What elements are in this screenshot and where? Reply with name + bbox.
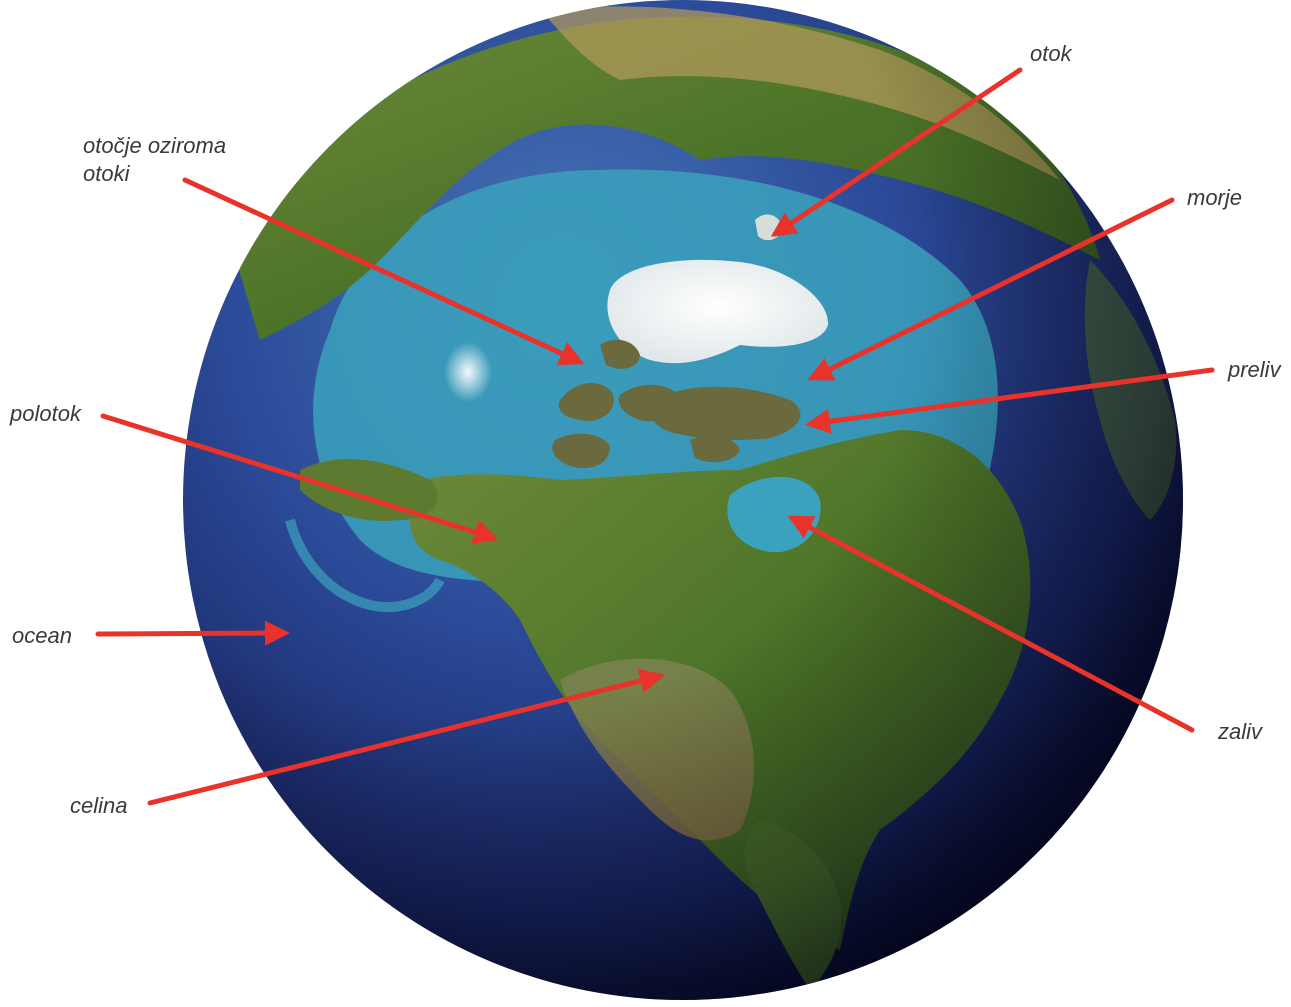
label-morje: morje: [1187, 185, 1243, 210]
label-zaliv: zaliv: [1218, 719, 1263, 744]
label-ocean: ocean: [12, 623, 72, 648]
label-otocje: otočje oziroma otoki: [83, 132, 226, 188]
arrow-otocje: [182, 177, 585, 365]
globe: [183, 0, 1183, 1000]
label-preliv: preliv: [1228, 357, 1281, 382]
arrow-otok: [770, 67, 1023, 237]
arrow-polotok: [100, 413, 499, 544]
arrow-preliv: [805, 367, 1215, 434]
label-otocje-line1: otočje oziroma: [83, 133, 227, 158]
pointer-arrows: [95, 67, 1215, 806]
globe-shade: [183, 0, 1183, 1000]
arrow-morje: [807, 197, 1175, 381]
arrow-zaliv: [787, 515, 1195, 733]
label-otocje-line2: otoki: [83, 161, 130, 186]
label-celina: celina: [70, 793, 128, 818]
arrow-celina: [147, 668, 665, 806]
arrow-ocean: [95, 620, 290, 646]
label-polotok: polotok: [10, 401, 81, 426]
label-otok: otok: [1030, 41, 1072, 66]
